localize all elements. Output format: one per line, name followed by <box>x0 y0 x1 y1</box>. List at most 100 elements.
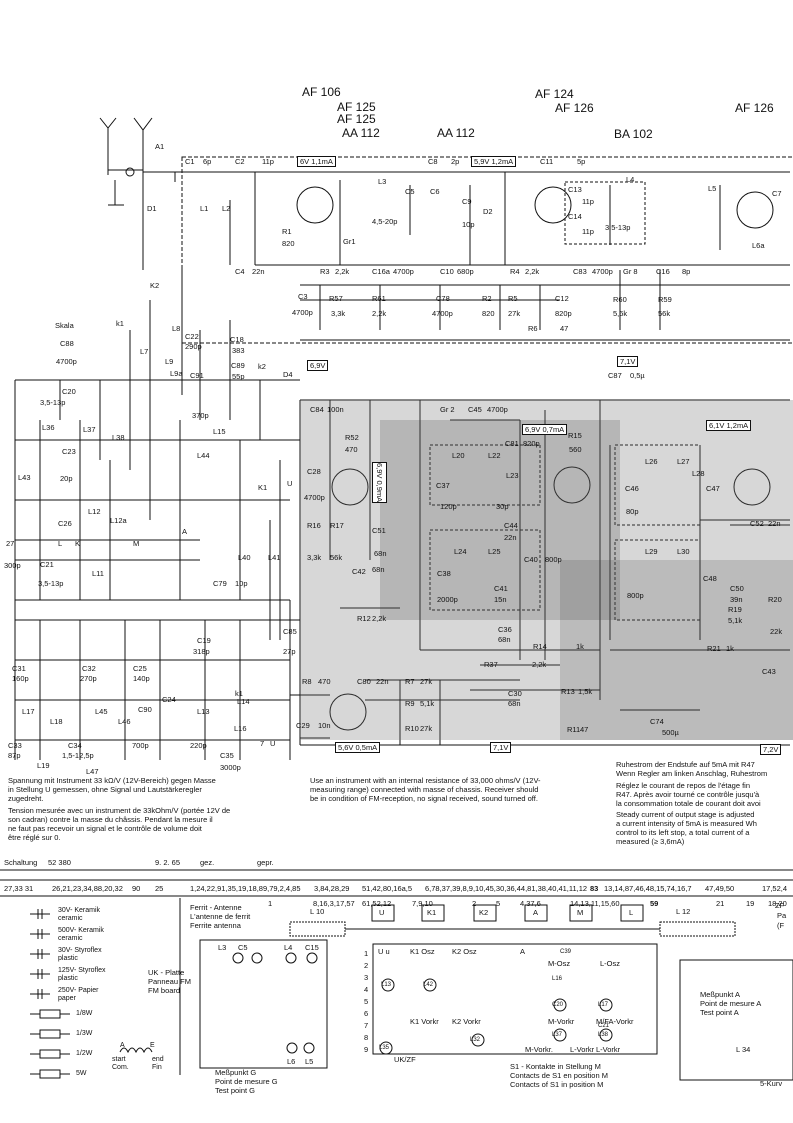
label-72v: 7,2V <box>760 744 782 755</box>
label-l5: L5 <box>708 184 717 193</box>
uk-mess-caption: Meßpunkt G Point de mesure G Test point … <box>215 1068 278 1095</box>
label-c90: C90 <box>138 705 152 714</box>
label-l43: L43 <box>18 473 31 482</box>
label-c1-val: 6p <box>203 157 212 166</box>
label-r3: R3 <box>320 267 330 276</box>
note-german-line-3: zugedreht. <box>8 794 44 803</box>
schaltung-gepr: gepr. <box>257 858 274 867</box>
label-c14-val: 11p <box>582 227 594 236</box>
label-r57: R57 <box>329 294 343 303</box>
label-c40: C40 <box>524 555 538 564</box>
label-r13-val: 1,5k <box>578 687 593 696</box>
label-r52-val: 470 <box>345 445 358 454</box>
label-r17: R17 <box>330 521 344 530</box>
parts-row1-7: 51,42,80,16a,5 <box>362 884 413 893</box>
parts-row1-4: 25 <box>155 884 164 893</box>
label-r16-val: 3,3k <box>307 553 322 562</box>
label-c16a-val: 4700p <box>393 267 414 276</box>
label-l12a: L12a <box>110 516 127 525</box>
note-right-de: Ruhestrom der Endstufe auf 5mA mit R47 W… <box>616 760 793 778</box>
label-c88: C88 <box>60 339 74 348</box>
label-l15: L15 <box>213 427 226 436</box>
label-c38: C38 <box>437 569 451 578</box>
parts-row1-3: 90 <box>132 884 141 893</box>
s1-col-lvorkr: L-Vorkr <box>596 1045 621 1054</box>
label-c32-val: 270p <box>80 674 97 683</box>
note-french: Tension mesurée avec un instrument de 33… <box>8 806 288 842</box>
s1-part-l37: L37 <box>552 1032 563 1038</box>
label-k-switch: K <box>75 539 81 548</box>
label-c26: C26 <box>58 519 72 528</box>
s1-col-k1vorkr: K1 Vorkr <box>410 1017 439 1026</box>
label-c87: C87 <box>608 371 622 380</box>
label-c48-val: 800p <box>627 591 644 600</box>
label-c23: C23 <box>62 447 76 456</box>
label-c7: C7 <box>772 189 782 198</box>
label-gr8: Gr 8 <box>623 267 638 276</box>
parts-row2-10: 21 <box>716 899 725 908</box>
label-c36: C36 <box>498 625 512 634</box>
label-c78-val: 4700p <box>432 309 453 318</box>
transistor-type-5: AF 126 <box>555 101 594 115</box>
label-r5-val: 27k <box>508 309 521 318</box>
label-k1-osc: k1 <box>235 689 243 698</box>
label-69v: 6,9V <box>307 360 329 371</box>
label-c18-val: 383 <box>232 346 245 355</box>
key-k1: K1 <box>427 908 437 917</box>
s1-col-mosz: M-Osz <box>548 959 571 968</box>
uk-point-c15: C15 <box>305 943 319 952</box>
label-r3-val: 2,2k <box>335 267 350 276</box>
label-c46-val: 80p <box>626 507 639 516</box>
s1-col-lvorkr2: L-Vorkr <box>570 1045 595 1054</box>
schaltung-date: 9. 2. 65 <box>155 858 181 867</box>
label-c74: C74 <box>650 717 664 726</box>
label-c35-val: 3000p <box>220 763 241 772</box>
parts-row2-8: 14,13,11,15,60 <box>570 899 620 908</box>
label-r9: R9 <box>405 699 415 708</box>
label-r1-val: 820 <box>282 239 295 248</box>
label-c45: C45 <box>468 405 482 414</box>
label-fm-bias-1: 6V 1,1mA <box>297 156 336 167</box>
label-c16: C16 <box>656 267 670 276</box>
s1-num-1: 1 <box>364 949 369 958</box>
uk-point-c5: C5 <box>238 943 248 952</box>
coil-legend-fin: Fin <box>152 1064 162 1071</box>
s1-part-c21: C21 <box>598 1023 610 1029</box>
s1-num-3: 3 <box>364 973 369 982</box>
parts-row2-4: 7,9,10 <box>412 899 433 908</box>
label-d1: D1 <box>147 204 157 213</box>
note-english-line-2: measuring range) connected with masse of… <box>310 785 539 794</box>
label-c11-val: 5p <box>577 157 586 166</box>
uk-mess-de: Meßpunkt G <box>215 1068 257 1077</box>
transistor-type-2: AF 125 <box>337 100 376 114</box>
label-c24-val: 220p <box>190 741 207 750</box>
parts-row1-12: 17,52,4 <box>762 884 788 893</box>
label-l17: L17 <box>22 707 35 716</box>
label-c4-val: 22n <box>252 267 265 276</box>
label-r61-val: 2,2k <box>372 309 387 318</box>
label-c88-val: 4700p <box>56 357 77 366</box>
transistor-type-6: AF 126 <box>735 101 774 115</box>
note-french-line-4: être réglé sur 0. <box>8 833 61 842</box>
s1-caption: S1 - Kontakte in Stellung M Contacts de … <box>510 1062 608 1089</box>
label-l1: L1 <box>200 204 209 213</box>
label-c20: C20 <box>62 387 76 396</box>
legend-styroflex-30v: 30V- Styroflex plastic <box>58 947 102 962</box>
s1-col-k1osz: K1 Osz <box>410 947 435 956</box>
label-r60: R60 <box>613 295 627 304</box>
label-a-switch: A <box>182 527 188 536</box>
label-c37-val: 120p <box>440 502 457 511</box>
label-c42: C42 <box>352 567 366 576</box>
s1-part-l17: L17 <box>598 1002 609 1008</box>
label-r52: R52 <box>345 433 359 442</box>
label-l22: L22 <box>488 451 501 460</box>
label-l20: L20 <box>452 451 465 460</box>
s1-part-l35: L35 <box>379 1045 390 1051</box>
label-l29: L29 <box>645 547 658 556</box>
label-c6: C6 <box>430 187 440 196</box>
legend-resistor-12w: 1/2W <box>76 1050 93 1057</box>
label-r59-val: 56k <box>658 309 671 318</box>
label-a1: A1 <box>155 142 165 151</box>
legend-styroflex-125v: 125V- Styroflex plastic <box>58 967 106 982</box>
